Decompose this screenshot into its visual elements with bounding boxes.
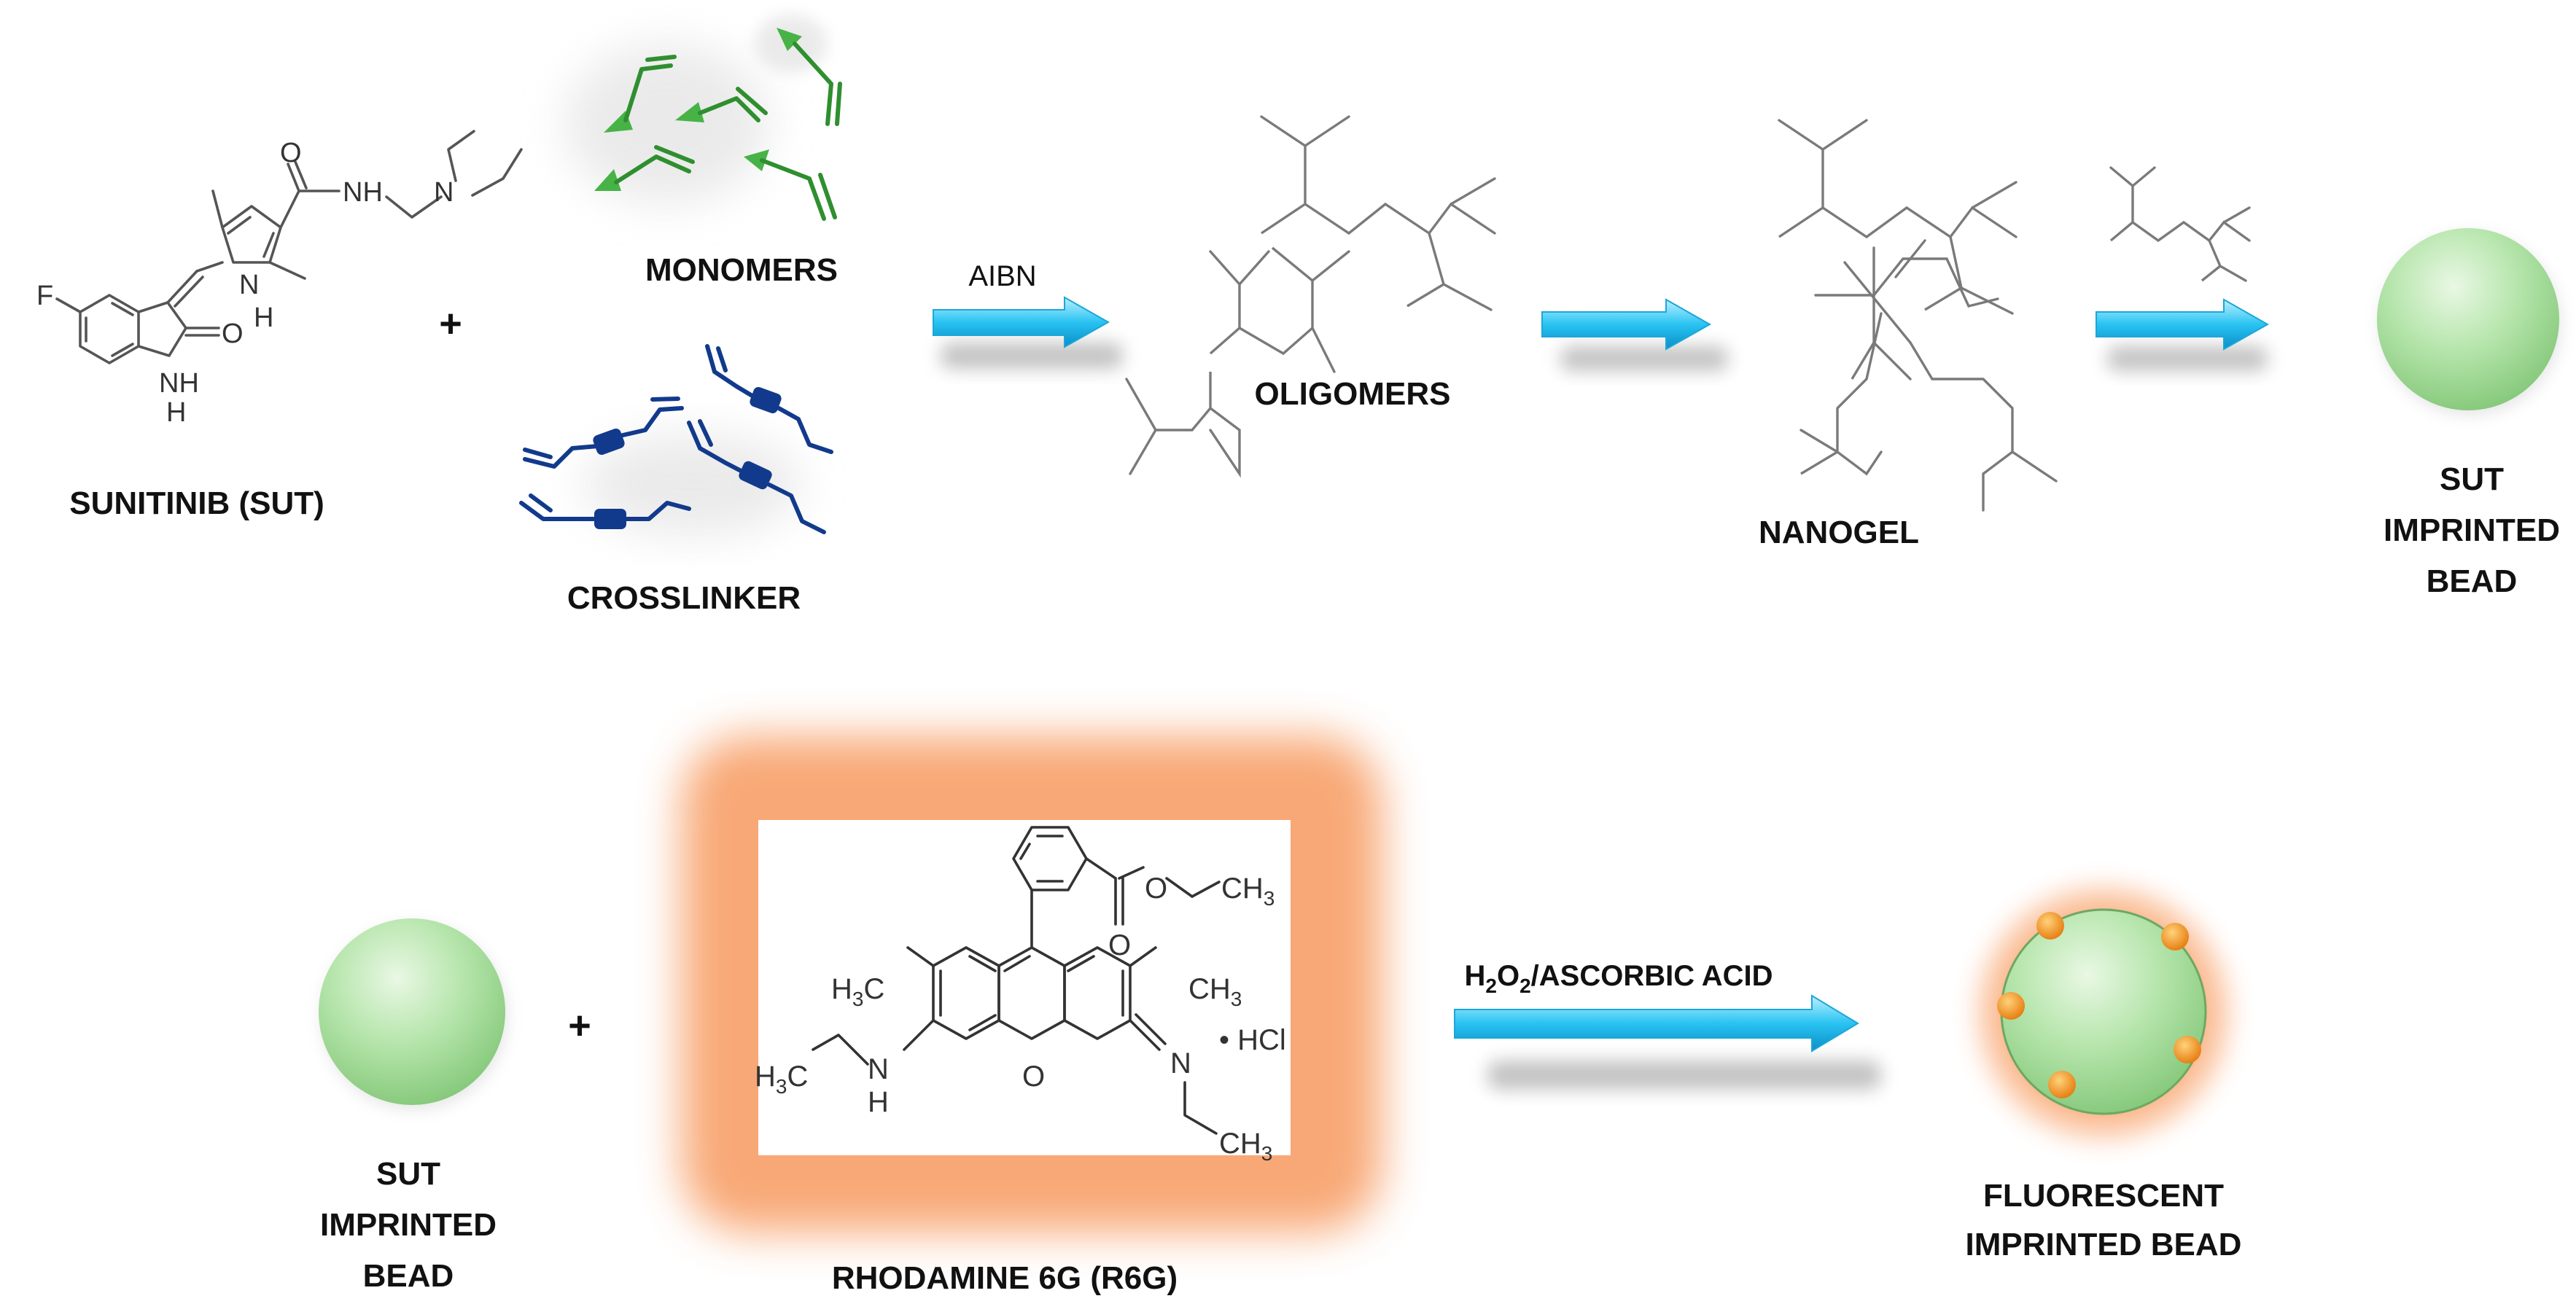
rhodamine-right-ch3: CH3 [1188, 973, 1242, 1010]
plus-sign-bottom: + [568, 1004, 591, 1047]
sunitinib-lactam-h: H [166, 397, 186, 428]
reaction-arrow-2 [1541, 298, 1728, 371]
sunitinib-amide-oxygen: O [280, 138, 302, 168]
monomers-cluster [565, 15, 842, 221]
bead-label-top-line1: SUT [2440, 461, 2504, 497]
sunitinib-benzene-ring [79, 294, 140, 364]
crosslinker-icon [519, 493, 691, 529]
monomer-icon [604, 55, 677, 133]
reaction-arrow-aibn [933, 296, 1123, 369]
bead-label-top-line3: BEAD [2427, 563, 2518, 599]
fluorescent-bead-label: FLUORESCENT IMPRINTED BEAD [1966, 1178, 2242, 1262]
fluorophore-dot [2048, 1071, 2076, 1098]
monomer-icon [675, 87, 768, 122]
rhodamine-phenyl-ring [1012, 826, 1088, 891]
nanogel-label: NANOGEL [1759, 515, 1919, 550]
rhodamine-imine-ch3: CH3 [1219, 1128, 1272, 1165]
crosslinker-label: CROSSLINKER [567, 580, 801, 616]
bead-label-top-line2: IMPRINTED [2384, 512, 2560, 548]
small-oligomer [2109, 166, 2251, 282]
rhodamine-amine-h: H [868, 1086, 889, 1118]
sunitinib-amide-nh: NH [343, 177, 383, 208]
bead-label-bottom-line2: IMPRINTED [320, 1207, 497, 1243]
oligomers-label: OLIGOMERS [1255, 376, 1451, 412]
rhodamine-amine-n: N [868, 1053, 889, 1085]
rhodamine-ester-ch3: CH3 [1221, 872, 1275, 910]
fluorophore-dot [2161, 923, 2189, 950]
aibn-label: AIBN [968, 260, 1036, 292]
fluorescent-bead-label-line1: FLUORESCENT [1983, 1178, 2224, 1214]
monomer-icon [744, 149, 837, 221]
rhodamine-label: RHODAMINE 6G (R6G) [832, 1260, 1178, 1296]
rhodamine-structure: O O CH3 O H3C CH3 N H H3C N [755, 826, 1286, 1165]
plus-sign-top: + [439, 302, 462, 345]
reaction-arrow-4 [1454, 994, 1881, 1090]
sunitinib-label: SUNITINIB (SUT) [69, 485, 324, 521]
fluorophore-dot [2036, 912, 2064, 940]
rhodamine-imine-n: N [1170, 1047, 1191, 1079]
fluorophore-dot [1997, 992, 2025, 1020]
rhodamine-glow-frame [682, 736, 1382, 1232]
crosslinker-cluster [519, 344, 833, 536]
monomer-icon [777, 28, 842, 126]
sunitinib-pyrrole-ring [221, 205, 282, 264]
fluorescent-bead-label-line2: IMPRINTED BEAD [1966, 1227, 2242, 1262]
sunitinib-lactam-oxygen: O [222, 319, 244, 349]
sunitinib-fluorine: F [36, 281, 53, 311]
crosslinker-icon [687, 419, 826, 534]
monomer-icon [594, 145, 695, 191]
bead-label-bottom: SUT IMPRINTED BEAD [320, 1156, 497, 1294]
bead-label-bottom-line3: BEAD [363, 1258, 454, 1294]
bead-label-top: SUT IMPRINTED BEAD [2384, 461, 2560, 599]
nanogel-structure [1778, 119, 2058, 512]
sunitinib-structure: F O NH H N H O NH N [36, 130, 523, 428]
sunitinib-pyrrole-n: N [239, 270, 259, 300]
rhodamine-ester-o: O [1145, 872, 1167, 905]
monomers-label: MONOMERS [645, 252, 838, 288]
reaction-arrow-3 [2096, 298, 2270, 371]
sut-imprinted-bead-bottom [319, 918, 507, 1110]
fluorescent-imprinted-bead [1954, 864, 2253, 1163]
rhodamine-left-h3c: H3C [831, 973, 884, 1010]
rhodamine-salt: • HCl [1219, 1024, 1286, 1056]
sunitinib-pyrrole-h: H [254, 302, 273, 333]
sut-imprinted-bead-top [2377, 228, 2561, 415]
sunitinib-lactam-nh: NH [159, 368, 199, 399]
fluorophore-dot [2174, 1036, 2201, 1063]
rhodamine-amine-h3c: H3C [755, 1061, 808, 1098]
rhodamine-ring-o: O [1022, 1061, 1045, 1093]
reagent-label: H2O2/ASCORBIC ACID [1464, 960, 1773, 997]
crosslinker-icon [523, 397, 684, 469]
crosslinker-icon [705, 344, 833, 454]
oligomers-structure [1125, 115, 1496, 478]
sunitinib-amine-n: N [434, 177, 454, 208]
bead-label-bottom-line1: SUT [376, 1156, 440, 1192]
